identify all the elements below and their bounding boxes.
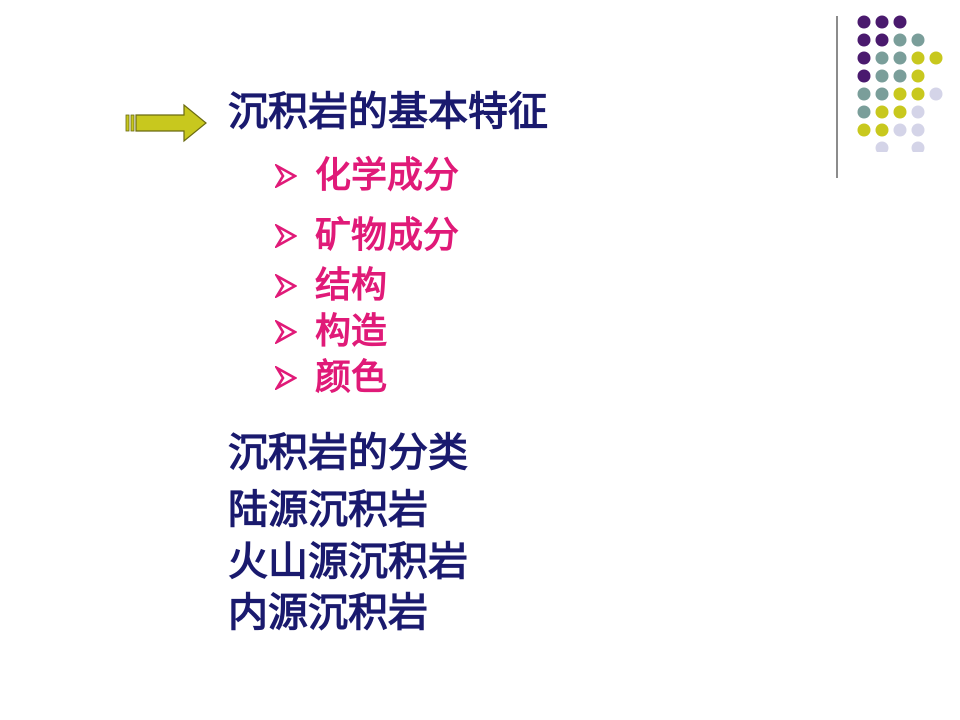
feature-item-chemical: 化学成分 [275,158,459,194]
right-arrow-icon [125,103,207,143]
feature-item-structure: 构造 [275,314,387,350]
classification-heading: 沉积岩的分类 [228,430,468,476]
classification-item: 火山源沉积岩 [228,539,468,585]
feature-item-mineral: 矿物成分 [275,218,459,254]
feature-item-label: 矿物成分 [315,215,460,256]
divider-line [836,16,838,178]
dot-grid-decoration [857,15,943,152]
features-heading: 沉积岩的基本特征 [228,89,548,135]
feature-item-label: 颜色 [315,357,388,398]
feature-item-color: 颜色 [275,360,387,396]
arrowhead-bullet-icon [275,274,297,298]
arrowhead-bullet-icon [275,164,297,188]
arrowhead-bullet-icon [275,320,297,344]
feature-item-label: 结构 [315,265,388,306]
feature-item-label: 化学成分 [315,155,460,196]
classification-item: 内源沉积岩 [228,590,428,636]
feature-item-label: 构造 [315,311,388,352]
arrowhead-bullet-icon [275,224,297,248]
feature-item-texture: 结构 [275,268,387,304]
classification-item: 陆源沉积岩 [228,487,428,533]
arrowhead-bullet-icon [275,366,297,390]
